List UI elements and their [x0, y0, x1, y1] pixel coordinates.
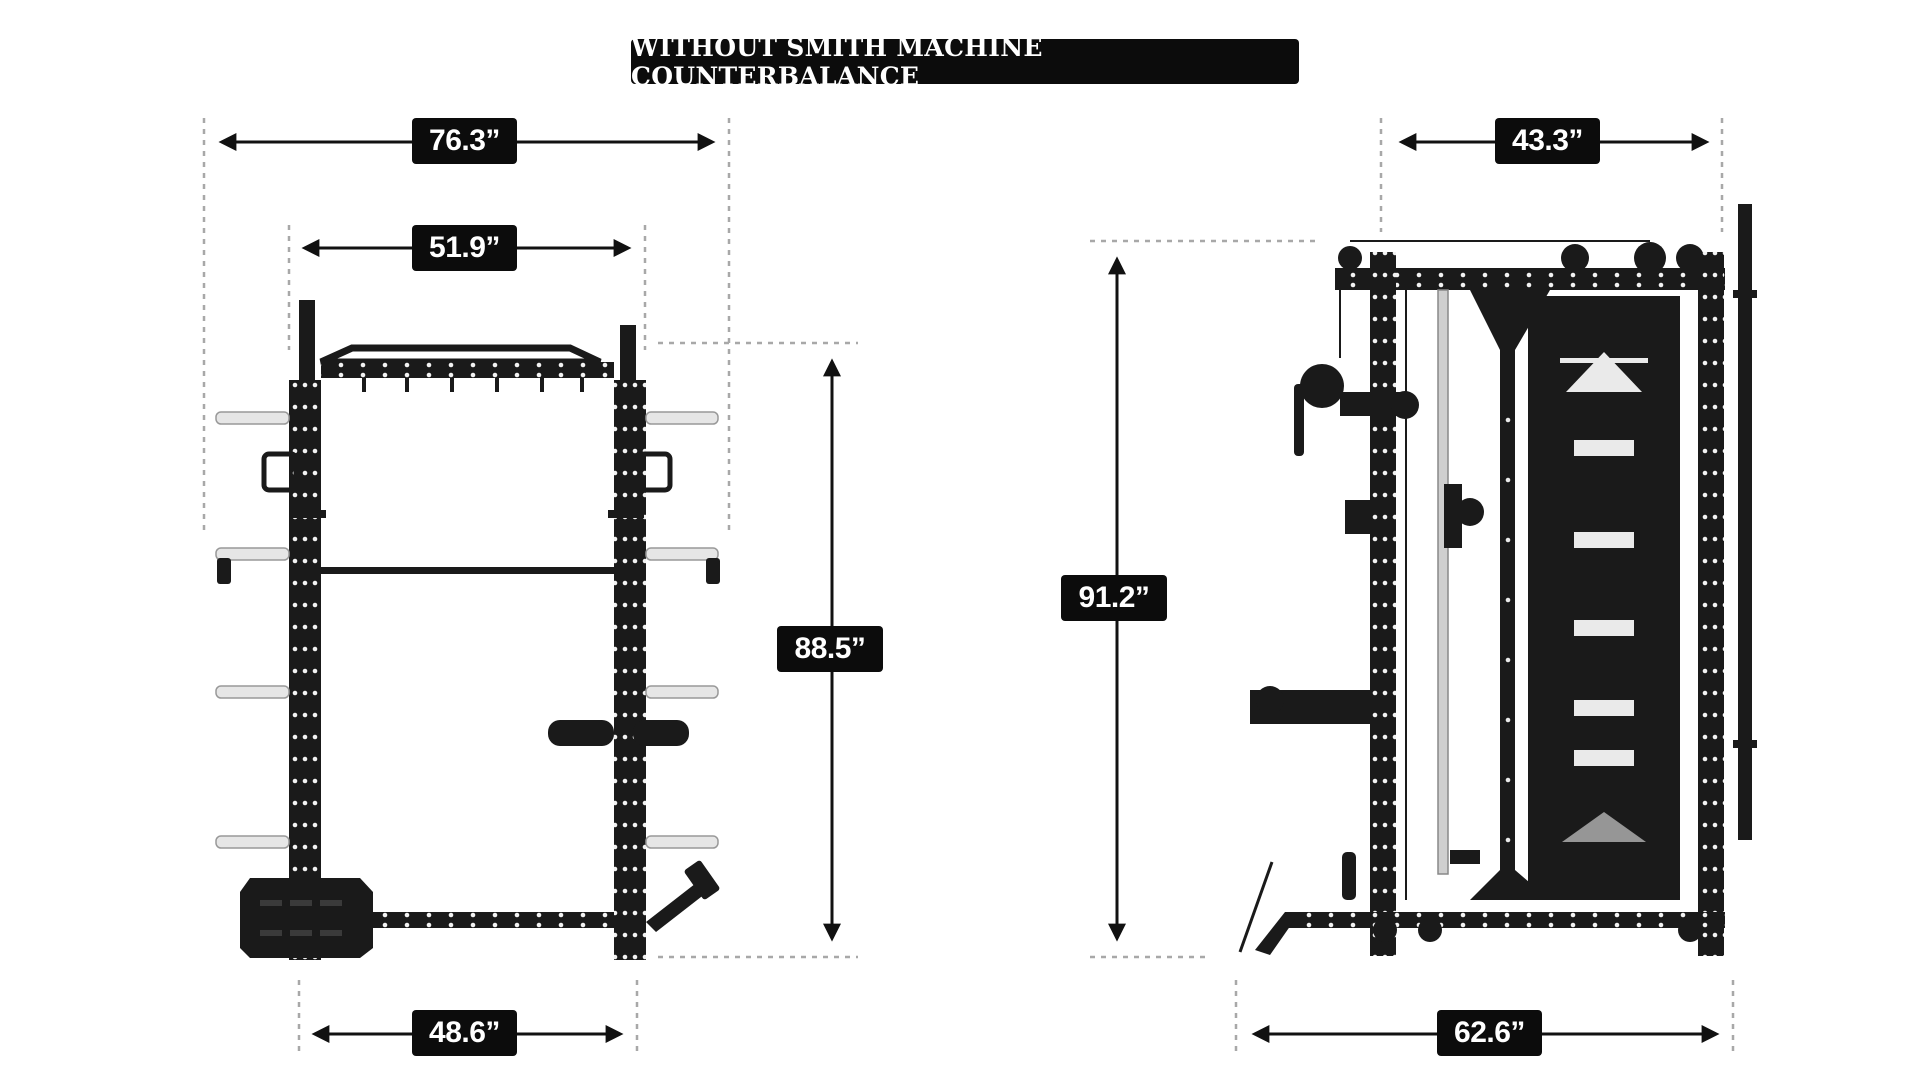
- overall-width-label: 76.3”: [412, 118, 517, 164]
- side-base-depth-label: 62.6”: [1437, 1010, 1542, 1056]
- guide-lines: [202, 118, 1735, 1052]
- power-rack-side-drawing: [1238, 204, 1757, 956]
- power-rack-front-drawing: [215, 300, 720, 960]
- side-height-label: 91.2”: [1061, 575, 1167, 621]
- side-top-depth-label: 43.3”: [1495, 118, 1600, 164]
- inner-width-label: 51.9”: [412, 225, 517, 271]
- base-width-label: 48.6”: [412, 1010, 517, 1056]
- front-height-label: 88.5”: [777, 626, 883, 672]
